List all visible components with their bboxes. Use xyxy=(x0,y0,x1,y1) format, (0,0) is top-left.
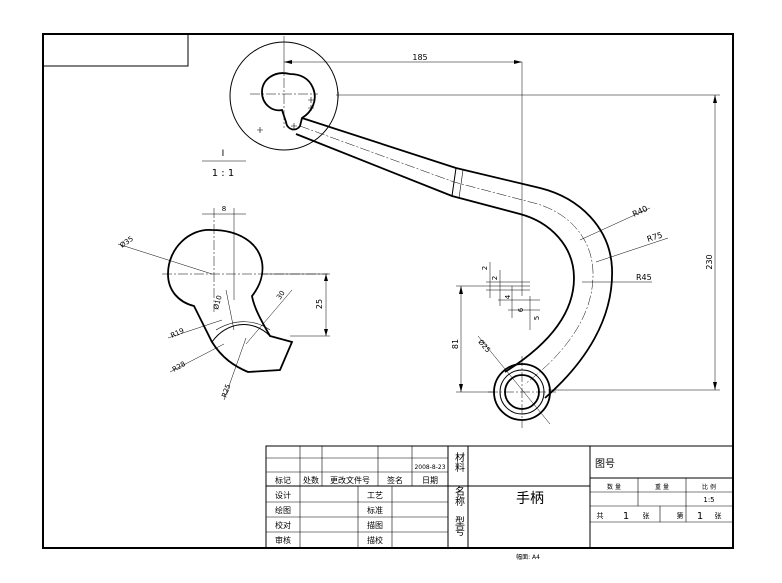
role-review: 审核 xyxy=(275,535,291,545)
total-value: 1 xyxy=(623,511,629,522)
drawing-no-label: 图号 xyxy=(595,458,615,470)
title-block: 2008-8-23 标记 处数 更改文件号 签名 日期 设计 绘图 校对 审核 … xyxy=(265,445,734,561)
center-mark-2 xyxy=(291,123,297,129)
scale-label: 比 例 xyxy=(702,483,716,491)
weight-label: 重 量 xyxy=(655,483,669,491)
role-check: 校对 xyxy=(275,520,291,530)
dim-185-label: 185 xyxy=(412,53,427,62)
main-view: 185 230 I 81 2 2 4 6 5 R40 R75 R45 xyxy=(229,36,720,428)
r25-leader xyxy=(223,337,247,401)
rev-header-date: 日期 xyxy=(422,476,438,485)
detail-inner-arc-1 xyxy=(211,324,271,343)
total-unit: 张 xyxy=(643,511,650,520)
arm-lower-edge xyxy=(295,133,575,373)
r75-label: R75 xyxy=(646,230,664,243)
role-draw: 绘图 xyxy=(275,505,291,515)
r40-leader xyxy=(579,207,651,241)
part-name: 手柄 xyxy=(516,491,544,507)
dim-25-label: 25 xyxy=(315,299,324,309)
detail-view: I 1 : 1 8 Ø35 25 30 Ø10 R19 R28 xyxy=(117,149,330,401)
rev-header-sign: 签名 xyxy=(387,475,403,485)
paper-format: 幅面: A4 xyxy=(516,553,540,561)
role-trace: 描图 xyxy=(367,520,383,530)
r19-leader xyxy=(167,319,223,339)
d25-main-label: Ø25 xyxy=(476,338,491,354)
dim-2a-label: 2 xyxy=(481,266,489,270)
dim-230-label: 230 xyxy=(705,254,714,269)
arm-section-line-2 xyxy=(458,169,464,199)
keyhole-outline xyxy=(261,72,316,131)
total-label: 共 xyxy=(597,511,604,520)
r28-leader xyxy=(169,343,225,373)
r28-label: R28 xyxy=(171,360,187,374)
qty-label: 数 量 xyxy=(607,483,621,491)
scale-value: 1:5 xyxy=(703,496,714,504)
rev-header-doc: 更改文件号 xyxy=(330,475,370,485)
type-label: 型号 xyxy=(453,515,465,537)
title-block-frame xyxy=(265,445,734,549)
d10-leader xyxy=(225,289,235,331)
dim-30-label: 30 xyxy=(275,289,287,301)
arm-section-line xyxy=(451,167,457,197)
d35-leader xyxy=(117,243,213,275)
name-label: 名称 xyxy=(453,485,465,507)
role-design: 设计 xyxy=(275,490,291,500)
hatch-mark xyxy=(308,97,314,111)
dim-4-label: 4 xyxy=(504,294,512,299)
material-label: 材料 xyxy=(453,451,465,473)
d35-label: Ø35 xyxy=(119,235,135,250)
page-label: 第 xyxy=(677,511,684,520)
page-value: 1 xyxy=(697,511,703,522)
dim-8-label: 8 xyxy=(222,205,226,213)
dim-30-leader xyxy=(245,289,293,345)
dim-25-arrows xyxy=(324,274,328,336)
dim-2b-label: 2 xyxy=(491,276,499,280)
detail-scale: 1 : 1 xyxy=(212,168,234,179)
corner-box xyxy=(42,33,189,67)
center-mark-1 xyxy=(257,127,263,133)
dim-6-label: 6 xyxy=(517,307,525,312)
drawing-border xyxy=(42,33,734,549)
arm-upper-edge xyxy=(301,117,613,399)
r75-leader xyxy=(595,237,669,263)
d10-label: Ø10 xyxy=(212,295,223,311)
d25-leader xyxy=(477,335,551,425)
r25-label: R25 xyxy=(220,383,232,399)
dim-81-label: 81 xyxy=(451,339,460,349)
rev-header-mark: 标记 xyxy=(275,475,291,485)
date-cell: 2008-8-23 xyxy=(414,464,445,471)
role-standard: 标准 xyxy=(367,505,383,515)
arm-centerline xyxy=(299,125,594,385)
r19-label: R19 xyxy=(169,327,185,340)
role-trace-check: 描校 xyxy=(367,535,383,545)
page-unit: 张 xyxy=(715,511,722,520)
role-process: 工艺 xyxy=(367,491,383,500)
detail-label: I xyxy=(222,149,225,159)
section-marker: I xyxy=(337,91,339,100)
detail-inner-arc-2 xyxy=(215,321,271,331)
r40-label: R40 xyxy=(631,204,649,219)
rev-header-count: 处数 xyxy=(303,475,319,485)
dim-5-label: 5 xyxy=(533,316,541,320)
detail-outline xyxy=(167,229,294,373)
r45-label: R45 xyxy=(636,273,652,282)
